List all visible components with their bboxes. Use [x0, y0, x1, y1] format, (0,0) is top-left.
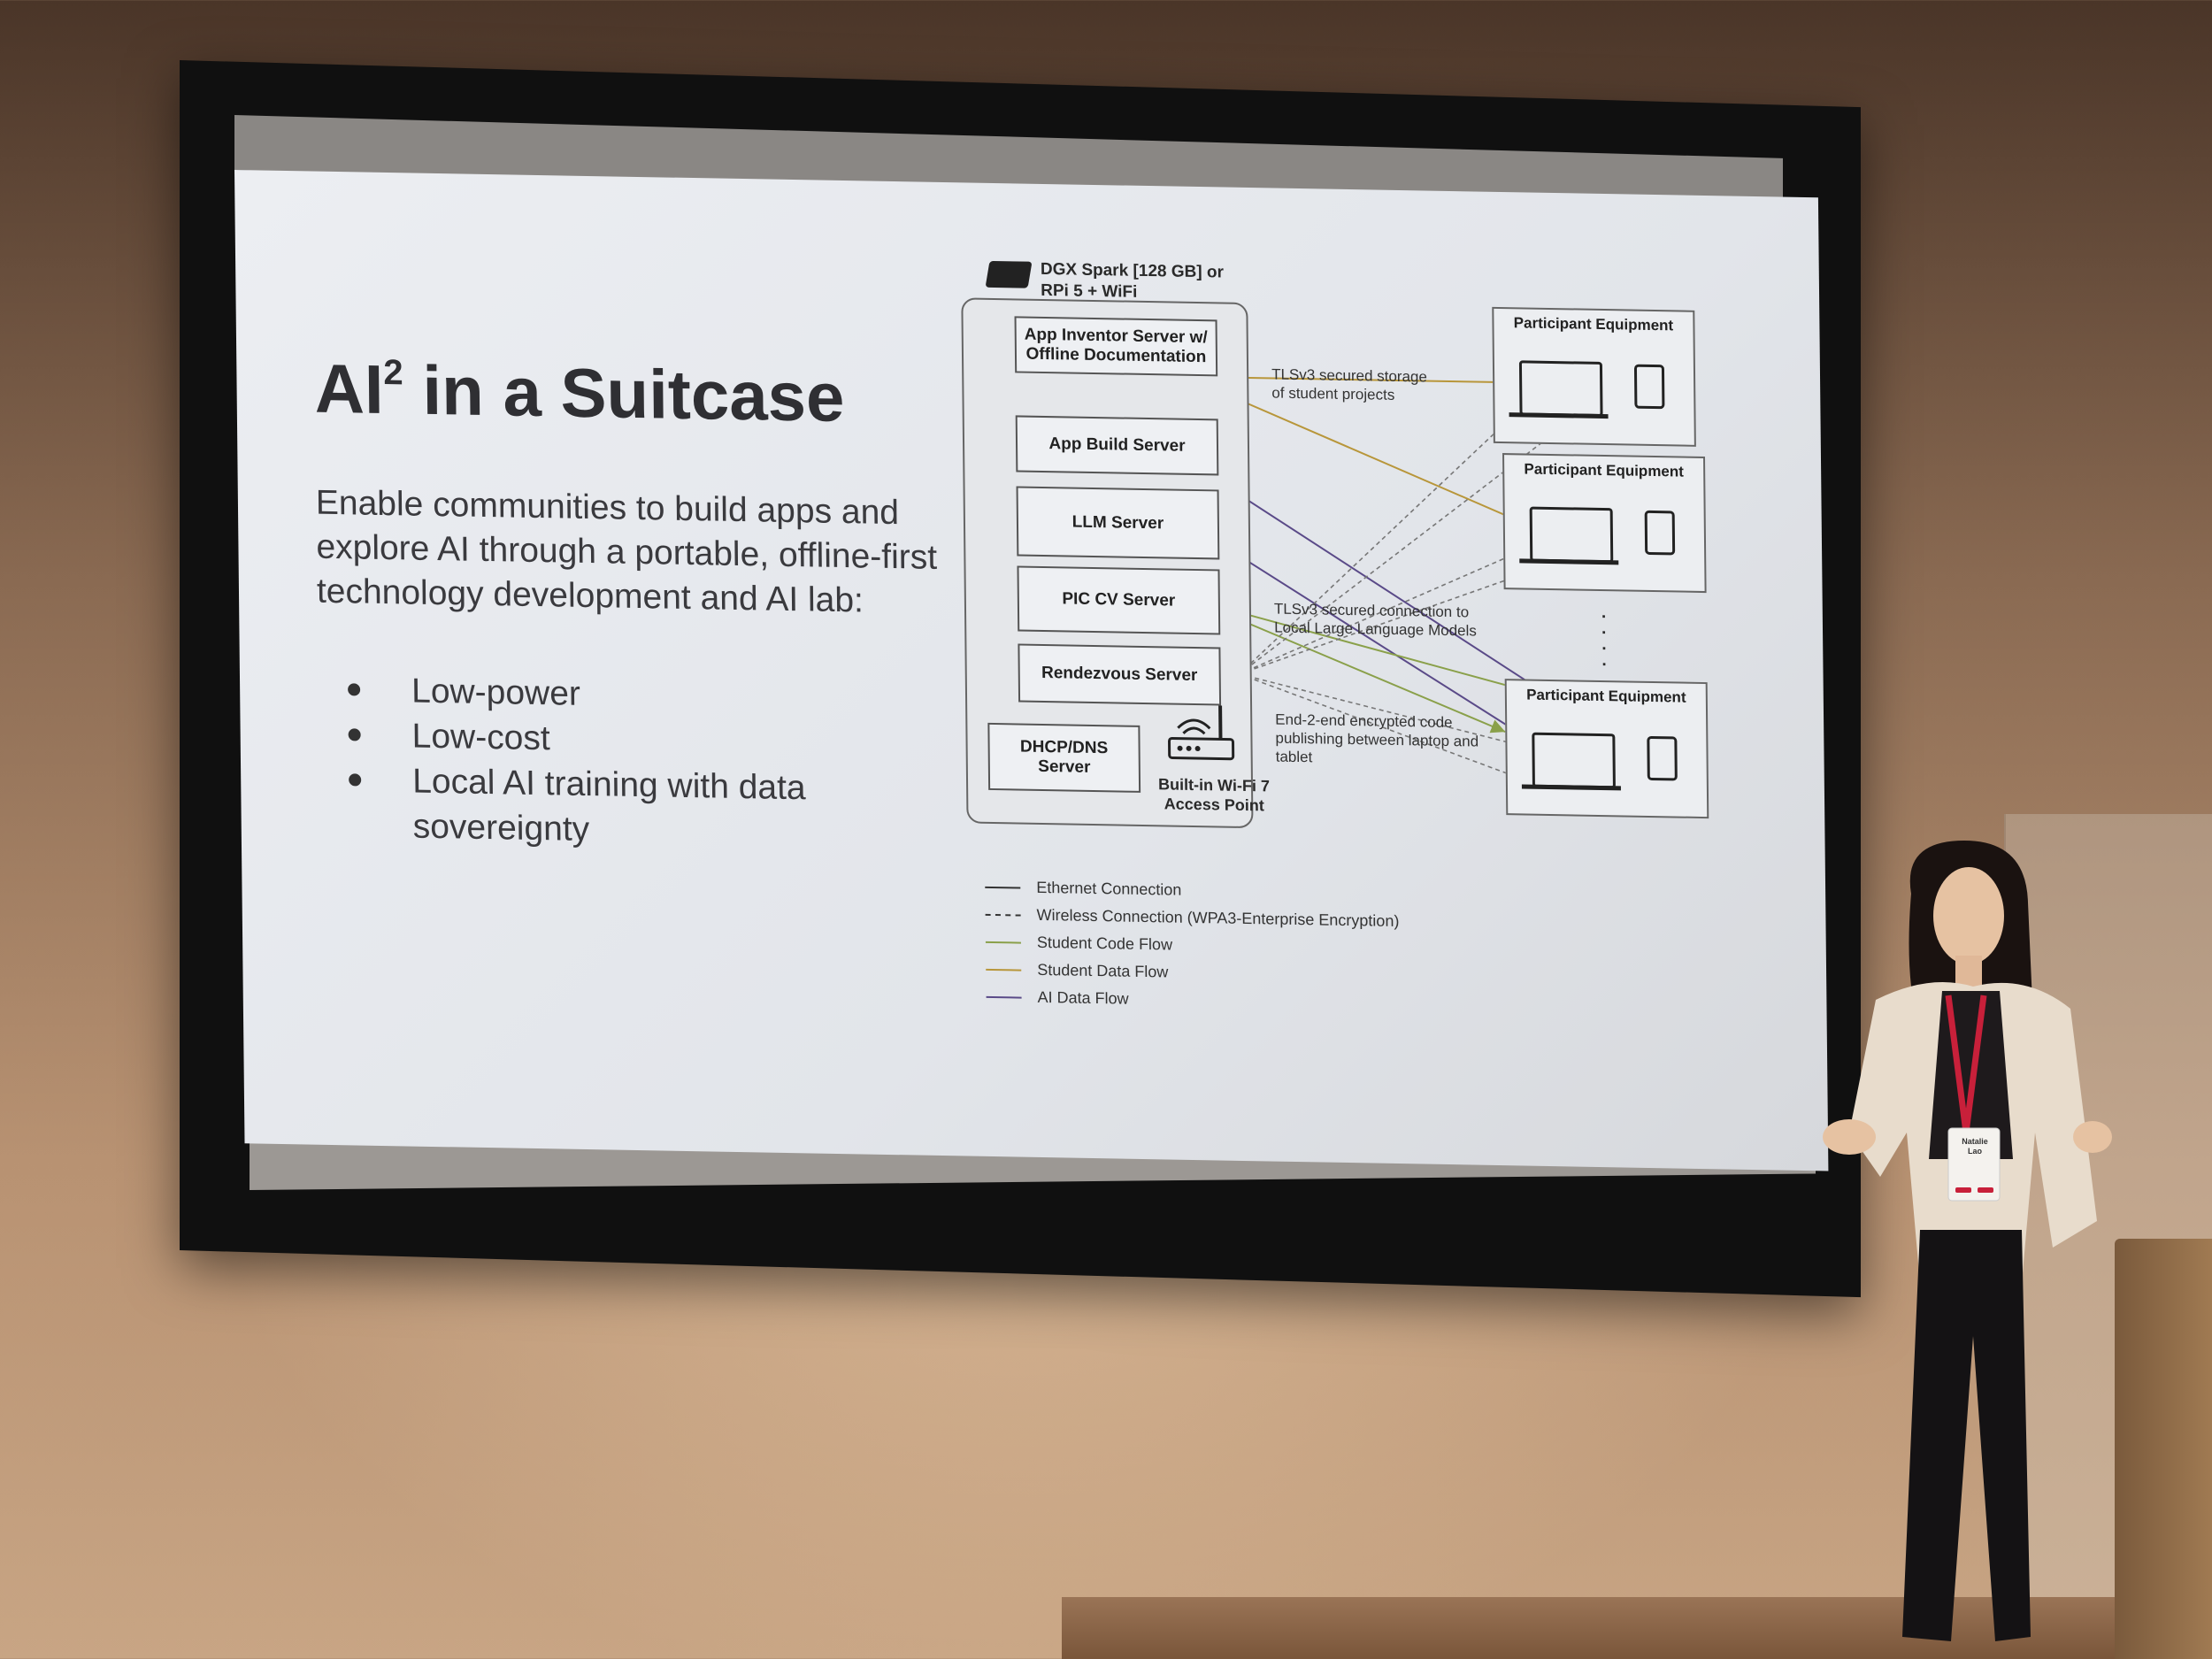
server-device-icon	[985, 260, 1033, 288]
presenter-trousers	[1902, 1230, 2031, 1641]
bullet-list: Low-power Low-cost Local AI training wit…	[318, 667, 939, 858]
bullet-text: Local AI training with data sovereignty	[411, 762, 806, 849]
presenter-right-hand	[2073, 1121, 2112, 1153]
laptop-icon	[1518, 360, 1603, 418]
participant-title: Participant Equipment	[1524, 460, 1684, 480]
dhcp-dns-server-box: DHCP/DNS Server	[987, 722, 1141, 793]
rendezvous-label: Rendezvous Server	[1041, 663, 1198, 686]
participant-equipment-box-1: Participant Equipment	[1492, 306, 1696, 447]
badge-stripe	[1978, 1187, 1993, 1193]
legend-swatch	[985, 941, 1021, 944]
bullet-item: Local AI training with data sovereignty	[319, 757, 939, 858]
app-inventor-label-2: Offline Documentation	[1025, 344, 1207, 367]
legend-swatch	[986, 995, 1022, 999]
data-flow-line	[1196, 370, 1547, 385]
bullet-text: Low-power	[411, 672, 581, 713]
code-flow-line	[1220, 611, 1506, 733]
tablet-icon	[1633, 364, 1665, 410]
legend-ai-flow: AI Data Flow	[986, 987, 1129, 1009]
slide-title: AI2 in a Suitcase	[314, 349, 845, 438]
podium	[2115, 1239, 2212, 1659]
title-main: AI	[314, 349, 385, 428]
badge-name-line2: Lao	[1967, 1147, 1982, 1156]
legend-label: AI Data Flow	[1037, 987, 1129, 1008]
badge-name-line1: Natalie	[1962, 1137, 1988, 1146]
note-line: of student projects	[1271, 384, 1395, 403]
legend-data-flow: Student Data Flow	[986, 960, 1168, 982]
legend-label: Wireless Connection (WPA3-Enterprise Enc…	[1036, 905, 1400, 931]
bullet-dot	[349, 773, 362, 787]
note-e2e: End-2-end encrypted code publishing betw…	[1275, 710, 1479, 770]
pic-cv-server-box: PIC CV Server	[1017, 565, 1221, 635]
laptop-base	[1521, 784, 1621, 791]
bullet-dot	[348, 683, 361, 696]
legend-ethernet: Ethernet Connection	[985, 878, 1181, 900]
participant-equipment-box-2: Participant Equipment	[1502, 453, 1707, 594]
note-line: Local Large Language Models	[1274, 618, 1477, 640]
note-line: tablet	[1275, 748, 1313, 766]
legend-label: Student Code Flow	[1036, 933, 1173, 954]
app-build-label: App Build Server	[1048, 434, 1186, 456]
presenter-left-hand	[1823, 1119, 1876, 1155]
title-superscript: 2	[383, 352, 403, 393]
ai-flow-line	[1215, 540, 1532, 742]
legend-swatch	[986, 968, 1022, 972]
presenter-face	[1933, 867, 2004, 964]
tablet-icon	[1647, 735, 1678, 781]
bullet-dot	[348, 728, 361, 741]
participant-title: Participant Equipment	[1526, 686, 1686, 706]
wifi-label-1: Built-in Wi-Fi 7	[1157, 775, 1271, 795]
wifi-router-icon	[1168, 705, 1235, 761]
note-tls-storage: TLSv3 secured storage of student project…	[1271, 365, 1427, 404]
device-label-line1: DGX Spark [128 GB] or	[1040, 259, 1225, 282]
app-build-server-box: App Build Server	[1015, 415, 1219, 476]
wifi-label-2: Access Point	[1164, 795, 1264, 815]
legend-label: Ethernet Connection	[1036, 878, 1182, 899]
laptop-icon	[1529, 506, 1614, 564]
app-inventor-server-box: App Inventor Server w/ Offline Documenta…	[1014, 316, 1218, 377]
note-line: TLSv3 secured storage	[1271, 365, 1427, 386]
laptop-base	[1509, 412, 1609, 419]
participant-equipment-box-3: Participant Equipment	[1504, 679, 1709, 819]
diagram-legend: Ethernet Connection Wireless Connection …	[985, 878, 1517, 1029]
legend-code-flow: Student Code Flow	[985, 933, 1173, 955]
ellipsis-dots: · · · ·	[1601, 607, 1608, 675]
rendezvous-server-box: Rendezvous Server	[1018, 643, 1222, 706]
bullet-text: Low-cost	[411, 717, 550, 758]
pic-cv-label: PIC CV Server	[1062, 589, 1176, 611]
presentation-slide: AI2 in a Suitcase Enable communities to …	[234, 170, 1829, 1171]
badge-name: Natalie Lao	[1952, 1137, 1998, 1156]
legend-swatch	[985, 886, 1021, 889]
dhcp-label-1: DHCP/DNS	[1019, 737, 1109, 758]
laptop-icon	[1532, 732, 1616, 789]
badge-stripe	[1955, 1187, 1971, 1193]
network-diagram: DGX Spark [128 GB] or RPi 5 + WiFi App I…	[961, 253, 1810, 1135]
llm-server-box: LLM Server	[1016, 486, 1220, 560]
laptop-base	[1519, 558, 1619, 565]
slide-subtitle: Enable communities to build apps and exp…	[315, 483, 938, 620]
legend-label: Student Data Flow	[1037, 960, 1169, 981]
dhcp-label-2: Server	[1038, 757, 1091, 777]
presenter-figure	[1823, 841, 2112, 1641]
llm-label: LLM Server	[1071, 512, 1164, 533]
data-flow-line	[1195, 380, 1548, 534]
participant-title: Participant Equipment	[1513, 314, 1674, 334]
wifi-label: Built-in Wi-Fi 7 Access Point	[1152, 774, 1276, 815]
name-badge	[1947, 1127, 2001, 1202]
legend-wireless: Wireless Connection (WPA3-Enterprise Enc…	[985, 905, 1399, 931]
tablet-icon	[1644, 510, 1676, 556]
title-rest: in a Suitcase	[403, 350, 845, 437]
legend-swatch	[985, 913, 1021, 917]
note-tls-llm: TLSv3 secured connection to Local Large …	[1274, 600, 1477, 641]
